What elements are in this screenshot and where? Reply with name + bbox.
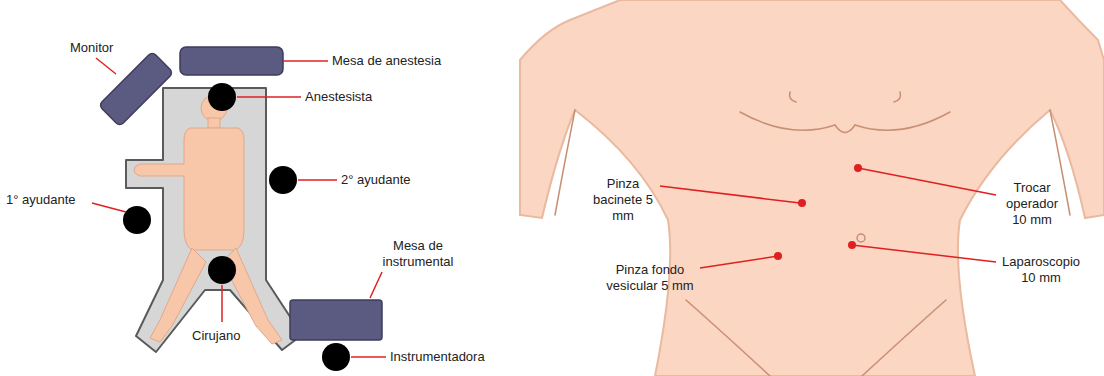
callout-label: Trocar operador 10 mm [998, 180, 1066, 228]
anesthesia-table [180, 47, 283, 75]
callout-label: Anestesista [305, 89, 372, 105]
navel [857, 234, 865, 242]
callout-label: Mesa de instrumental [380, 238, 456, 270]
callout-label: Monitor [70, 40, 113, 56]
staff-circles [123, 83, 350, 371]
torso-outline [520, 0, 1104, 376]
operating-bed [126, 88, 302, 352]
port-dots [774, 164, 862, 260]
operating-room [92, 47, 386, 371]
callout-label: 1° ayudante [6, 192, 76, 208]
callout-label: Cirujano [192, 328, 240, 344]
callout-label: Pinza bacinete 5 mm [590, 176, 656, 224]
anatomy-lines [555, 92, 1070, 376]
callout-label: 2° ayudante [341, 172, 411, 188]
callout-label: Laparoscopio 10 mm [998, 254, 1084, 286]
instrument-table [290, 300, 382, 340]
patient-figure [134, 95, 282, 344]
port-leaders [660, 168, 996, 268]
callout-label: Instrumentadora [390, 349, 485, 365]
leader-lines [92, 58, 386, 357]
callout-label: Pinza fondo vesicular 5 mm [602, 262, 698, 294]
callout-label: Mesa de anestesia [332, 53, 441, 69]
torso [520, 0, 1104, 376]
